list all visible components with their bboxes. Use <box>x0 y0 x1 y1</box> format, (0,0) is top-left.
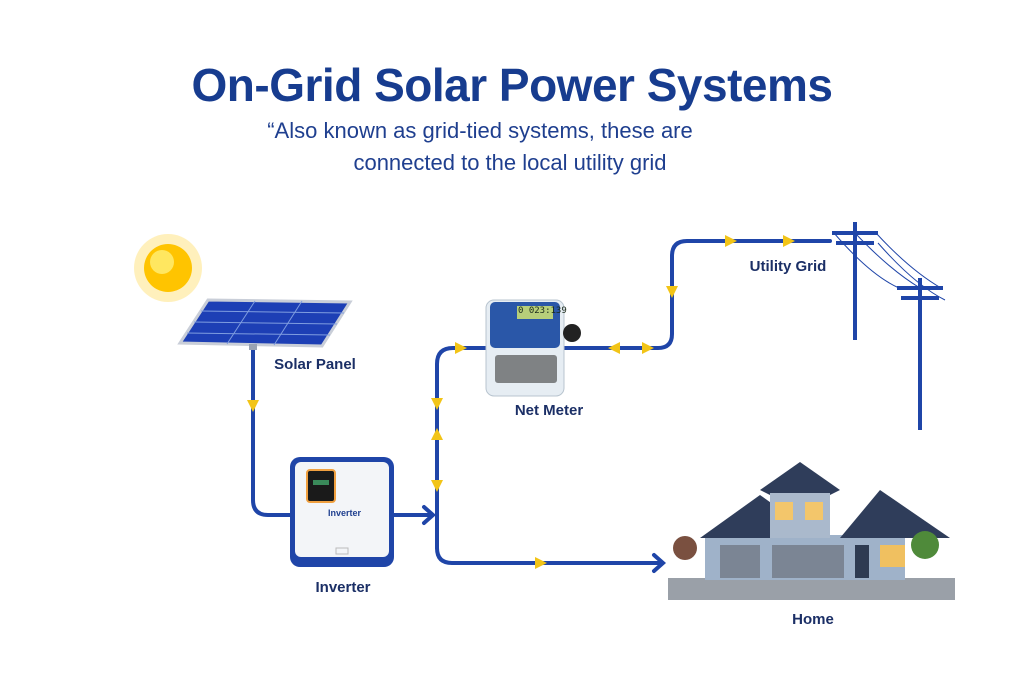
wire-panel-inverter <box>251 346 294 517</box>
inverter-brand: Inverter <box>328 508 362 518</box>
arrow-down-icon <box>431 480 443 492</box>
meter-display: 0 023:139 <box>518 306 567 316</box>
subtitle-line-2: connected to the local utility grid <box>353 150 667 175</box>
arrow-right-icon <box>455 342 467 354</box>
subtitle-line-1: “Also known as grid-tied systems, these … <box>267 118 693 143</box>
arrow-down-icon <box>431 398 443 410</box>
label-utility-grid: Utility Grid <box>749 258 827 275</box>
arrow-right-icon <box>535 557 547 569</box>
arrow-down-icon <box>247 400 259 412</box>
label-home: Home <box>792 611 834 628</box>
arrow-up-icon <box>431 428 443 440</box>
arrowhead-home <box>652 553 667 573</box>
arrow-right-icon <box>642 342 654 354</box>
arrow-down-icon <box>666 286 678 298</box>
wire-junction-meter <box>435 346 502 550</box>
home-icon <box>668 462 955 600</box>
arrow-right-icon <box>783 235 795 247</box>
solar-panel-icon <box>177 298 353 350</box>
sun-icon <box>134 234 202 302</box>
label-inverter: Inverter <box>315 579 371 596</box>
arrow-right-icon <box>725 235 737 247</box>
utility-pole-icon <box>832 222 946 430</box>
page-title: On-Grid Solar Power Systems <box>191 59 833 111</box>
flow-arrows <box>247 235 795 569</box>
label-solar-panel: Solar Panel <box>274 356 356 373</box>
label-net-meter: Net Meter <box>514 402 584 419</box>
net-meter-icon <box>485 299 581 397</box>
wire-junction-home <box>435 528 662 565</box>
arrowhead-inverter <box>422 505 437 525</box>
inverter-icon <box>290 457 394 567</box>
arrow-left-icon <box>608 342 620 354</box>
